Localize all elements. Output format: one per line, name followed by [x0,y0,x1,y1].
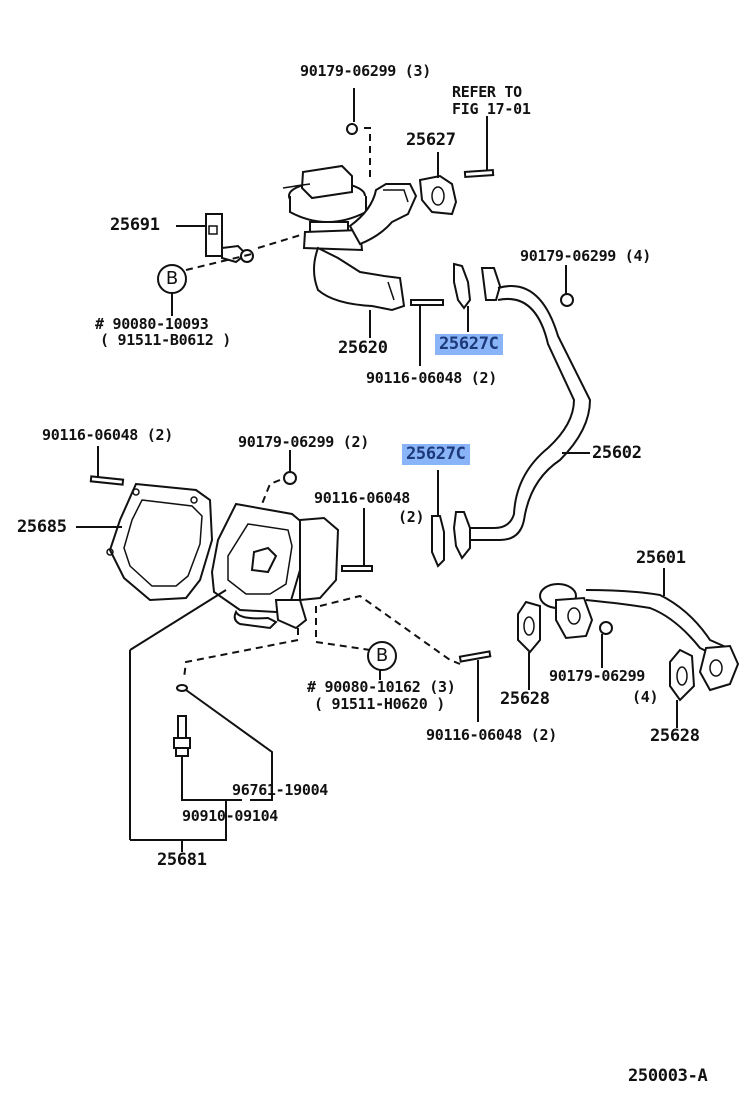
callout-90910-09104[interactable]: 90910-09104 [182,807,279,825]
callout-90116-06048-center[interactable]: 90116-06048 [314,489,411,507]
callout-25627[interactable]: 25627 [406,130,456,150]
nut-lower-right [599,621,613,668]
stud-center [341,508,373,572]
callout-25627c-highlighted-upper[interactable]: 25627C [435,334,503,355]
stud-lower [458,650,492,722]
nut-upper-right [560,265,574,307]
gasket-25627c-upper [453,262,472,332]
callout-refer-to-fig: REFER TO FIG 17-01 [452,83,531,118]
callout-25691[interactable]: 25691 [110,215,160,235]
callout-90080-10162-3[interactable]: # 90080-10162 (3) [307,678,456,696]
callout-90116-06048-2-left[interactable]: 90116-06048 (2) [42,426,173,444]
gasket-25627c-lower [431,470,445,568]
stud-upper [369,299,444,366]
vsv-25691 [171,213,305,316]
figure-code: 250003-A [628,1066,708,1086]
callout-91511-b0612: ( 91511-B0612 ) [100,331,231,349]
callout-25628-left[interactable]: 25628 [500,689,550,709]
callout-90179-06299-3[interactable]: 90179-06299 (3) [300,62,431,80]
callout-25627c-highlighted-lower[interactable]: 25627C [402,444,470,465]
reference-mark-b-lower: B [367,641,397,671]
callout-25685[interactable]: 25685 [17,517,67,537]
stud-left [89,446,125,486]
nut-top [346,88,371,178]
pipe-25601 [539,568,740,692]
callout-90179-06299-4-upper[interactable]: 90179-06299 (4) [520,247,651,265]
reference-mark-b-upper: B [157,264,187,294]
callout-25620[interactable]: 25620 [338,338,388,358]
gasket-25628-right [669,648,696,728]
gasket-25685 [76,482,214,602]
egr-cooler-block [129,502,340,840]
egr-valve-assembly [282,164,418,312]
callout-25601[interactable]: 25601 [636,548,686,568]
callout-90116-06048-2-upper[interactable]: 90116-06048 (2) [366,369,497,387]
callout-90080-10093[interactable]: # 90080-10093 [95,315,209,333]
leader-dashes-lower [183,594,461,680]
callout-90179-06299-2[interactable]: 90179-06299 (2) [238,433,369,451]
callout-91511-h0620: ( 91511-H0620 ) [314,695,445,713]
gasket-25628-left [517,600,541,690]
callout-25628-right[interactable]: 25628 [650,726,700,746]
callout-96761-19004[interactable]: 96761-19004 [232,781,329,799]
gasket-25627 [418,152,458,216]
callout-25602[interactable]: 25602 [592,443,642,463]
callout-qty-2-center: (2) [398,508,425,526]
callout-90116-06048-2-lower[interactable]: 90116-06048 (2) [426,726,557,744]
callout-qty-4-lower: (4) [632,688,659,706]
callout-90179-06299-lower[interactable]: 90179-06299 [549,667,646,685]
callout-25681[interactable]: 25681 [157,850,207,870]
pipe-25602 [452,267,592,560]
stud-top [463,116,495,179]
exhaust-temp-sensor [130,684,273,852]
nut-center [261,450,297,505]
